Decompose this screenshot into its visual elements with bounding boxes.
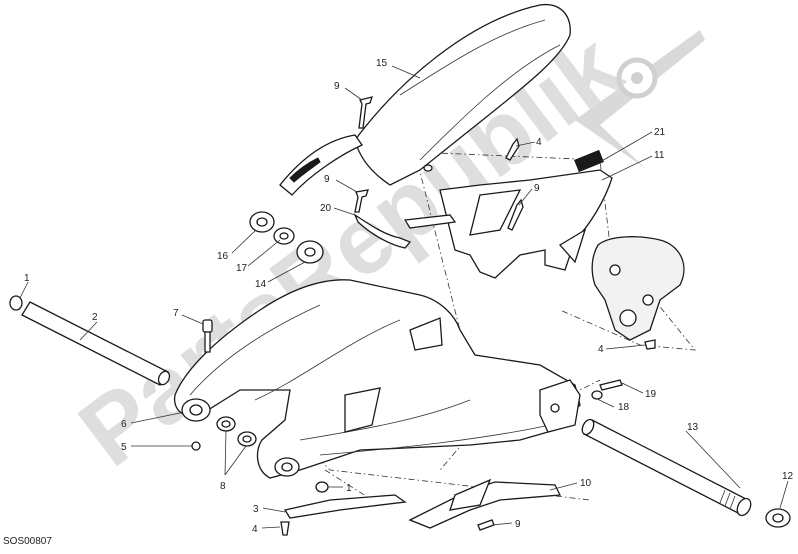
- callout-21: 21: [654, 127, 666, 138]
- callout-18: 18: [618, 402, 630, 413]
- callout-4: 4: [536, 137, 542, 148]
- callout-4: 4: [252, 524, 258, 535]
- callouts: 1 2 3 4 4 4 5 6 7 8 9 9 9 9 10 11 12 13 …: [24, 58, 794, 535]
- callout-9: 9: [334, 81, 340, 92]
- screws: [191, 96, 656, 536]
- chain-slider: [283, 478, 562, 529]
- bracket-20: [353, 213, 457, 249]
- callout-19: 19: [645, 389, 657, 400]
- callout-leaders: [19, 65, 789, 529]
- callout-4: 4: [598, 344, 604, 355]
- callout-1: 1: [24, 273, 30, 284]
- callout-2: 2: [92, 312, 98, 323]
- callout-17: 17: [236, 263, 248, 274]
- watermark-banner: [575, 30, 705, 168]
- brake-caliper: [591, 236, 685, 341]
- callout-16: 16: [217, 251, 229, 262]
- washers: [216, 211, 603, 493]
- callout-9: 9: [515, 519, 521, 530]
- callout-7: 7: [173, 308, 179, 319]
- wheel-axle: [581, 418, 791, 528]
- callout-9: 9: [534, 183, 540, 194]
- callout-14: 14: [255, 279, 267, 290]
- callout-8: 8: [220, 481, 226, 492]
- gear-hub-icon: [631, 72, 643, 84]
- chain-guard: [439, 149, 613, 279]
- callout-3: 3: [253, 504, 259, 515]
- callout-9: 9: [324, 174, 330, 185]
- callout-1: 1: [346, 483, 352, 494]
- callout-10: 10: [580, 478, 592, 489]
- callout-11: 11: [654, 150, 665, 161]
- callout-12: 12: [782, 471, 794, 482]
- callout-6: 6: [121, 419, 127, 430]
- callout-5: 5: [121, 442, 127, 453]
- pivot-shaft: [9, 295, 171, 386]
- diagram-code: SOS00807: [3, 536, 52, 547]
- reflector: [574, 149, 604, 173]
- callout-20: 20: [320, 203, 332, 214]
- callout-13: 13: [687, 422, 699, 433]
- callout-15: 15: [376, 58, 388, 69]
- swingarm: [173, 279, 581, 479]
- rear-mudguard: [279, 3, 571, 196]
